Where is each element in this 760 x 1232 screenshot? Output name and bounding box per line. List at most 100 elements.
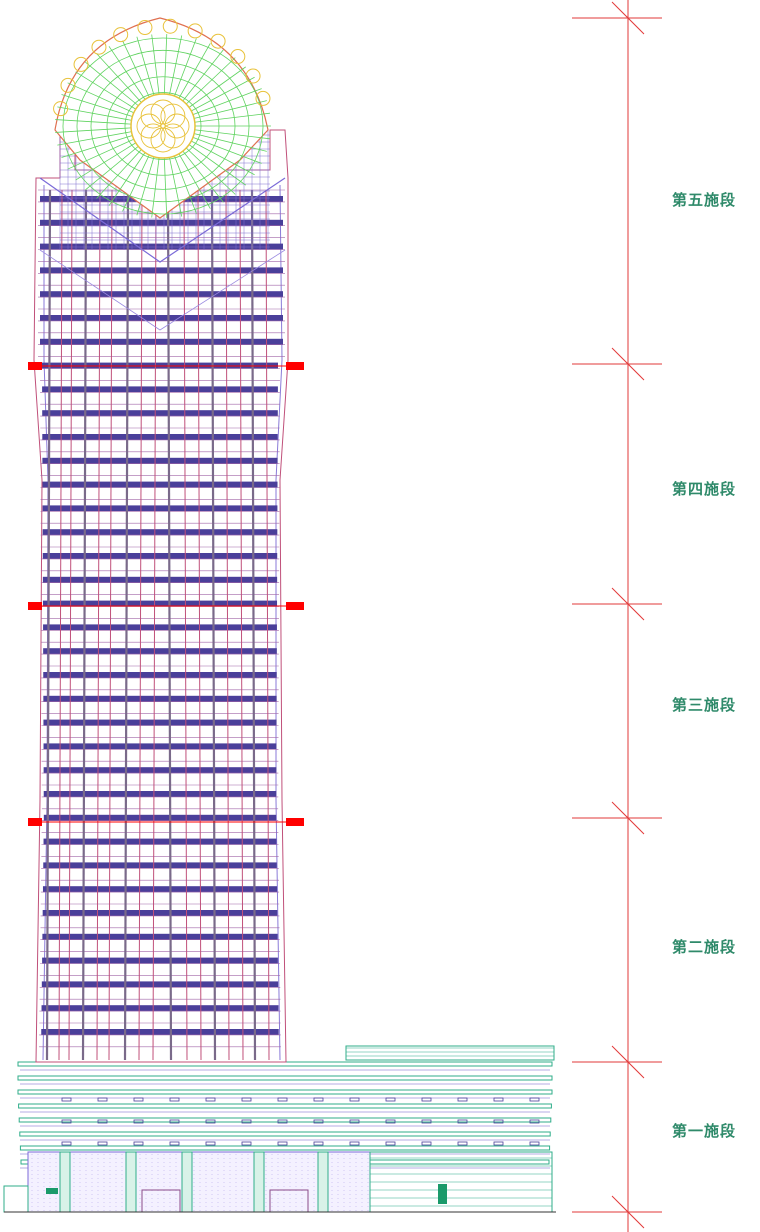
podium-window [61,1119,72,1124]
podium-window [241,1119,252,1124]
floor-band [40,338,283,345]
dimension-tick [611,801,645,835]
floor-band [42,457,278,464]
crown-ring [62,37,264,215]
stage-label-2: 第二施段 [672,938,737,956]
podium-window [133,1119,144,1124]
podium-window [205,1141,216,1146]
mullion [123,189,130,1061]
division-marker-right [286,602,304,610]
crown-scallop [91,39,107,55]
floor-band [43,814,277,821]
podium-window [421,1097,432,1102]
mullion [183,189,188,1061]
floor-band [43,648,277,655]
crown-petal [164,113,190,139]
podium-window [277,1097,288,1102]
podium-window [313,1141,324,1146]
floor-band [43,767,277,774]
podium-upper-block [345,1045,555,1061]
floor-band [43,719,277,726]
floor-band [40,267,283,274]
ground-column [125,1151,137,1213]
crown-scallop [73,56,89,72]
floor-band [42,410,278,417]
stage-division-markers [28,362,304,826]
crown-petal [150,99,176,125]
floor-band [43,624,277,631]
podium-window [205,1119,216,1124]
podium-slab [17,1075,553,1081]
mullion [239,189,244,1061]
podium-window [241,1141,252,1146]
podium-window [421,1119,432,1124]
podium-window [97,1119,108,1124]
podium-window [493,1097,504,1102]
ground-column [59,1151,71,1213]
floor-band [41,981,279,988]
podium-left-annex [3,1185,29,1213]
podium-window [97,1097,108,1102]
podium-window [457,1119,468,1124]
floor-band [40,219,283,226]
podium-slab [17,1089,553,1095]
podium-window [133,1141,144,1146]
podium-window [169,1119,180,1124]
crown-scallop [60,77,76,93]
floor-band [43,838,277,845]
podium-window [529,1097,540,1102]
podium-window [169,1097,180,1102]
division-marker-right [286,362,304,370]
crown-ring [106,76,220,176]
podium-window [457,1141,468,1146]
mullion [138,189,143,1061]
floor-band [43,695,277,702]
mullion [108,189,113,1061]
podium-window [529,1119,540,1124]
crown-scallop [113,27,129,43]
podium-window [277,1141,288,1146]
podium-window [349,1141,360,1146]
tower-crown [53,17,271,219]
crown-scallop [187,23,203,39]
podium-window [313,1097,324,1102]
mullion [45,189,52,1061]
crown-scallop [137,20,153,36]
mullion [96,189,101,1061]
podium-window [421,1141,432,1146]
door-block [438,1184,447,1204]
division-marker-left [28,602,42,610]
podium-window [457,1097,468,1102]
podium-window [529,1141,540,1146]
podium-window [385,1119,396,1124]
crown-center-disc [130,93,196,159]
crown-scallop [53,101,69,117]
mullion [152,189,157,1061]
crown-scallop [162,18,178,34]
dimension-tick [611,1045,645,1079]
podium-slab [18,1103,552,1109]
crown-base-v-inner [39,249,286,331]
floor-band [42,933,278,940]
mullion [265,189,270,1061]
floor-band [43,672,277,678]
crown-petal [140,123,166,149]
podium-window [493,1141,504,1146]
floor-band [40,243,283,250]
podium-window [313,1119,324,1124]
podium-window [241,1097,252,1102]
podium-window [277,1119,288,1124]
floor-band [42,481,278,488]
mullion [210,189,217,1061]
podium-window [385,1141,396,1146]
podium-window [385,1097,396,1102]
crown-ring [90,62,236,190]
floor-band [42,386,278,393]
floor-band [41,1005,279,1012]
crown-ring [76,49,250,203]
podium-window [133,1097,144,1102]
podium-window [61,1141,72,1146]
division-marker-right [286,818,304,826]
stage-label-4: 第四施段 [672,480,737,498]
